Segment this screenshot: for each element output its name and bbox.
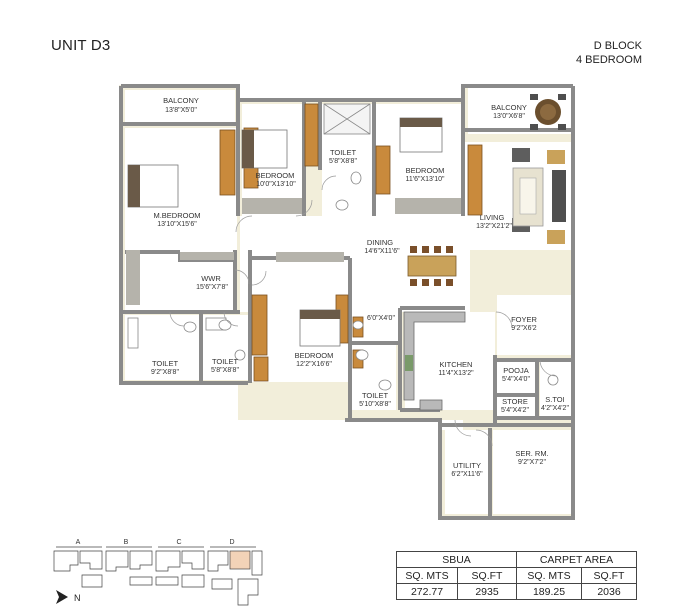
area-table-unit-row: SQ. MTS SQ.FT SQ. MTS SQ.FT [396,567,637,584]
balcony-left-name: BALCONY [163,96,199,105]
walls [119,84,575,520]
utility-name: UTILITY [453,461,481,470]
foyer-dim: 9'2"X6'2 [511,325,537,332]
toilet-mb-dim: 9'2"X8'8" [151,369,179,376]
key-label-a: A [76,539,81,546]
wash-dim: 6'0"X4'0" [367,315,395,322]
key-plan-unit-highlight [229,550,251,570]
block-name: D BLOCK [593,40,642,52]
wwr-name: WWR [201,274,221,283]
kitchen-counter [403,311,466,411]
north-label: N [74,593,81,603]
s-toi-name: S.TOI [545,395,564,404]
dining-table [407,246,457,286]
bedroom-count: 4 BEDROOM [575,54,642,66]
kitchen-stove [405,355,413,371]
living-furniture [512,148,566,244]
north-arrow-icon [56,590,68,604]
key-plan-blocks [53,546,263,606]
kitchen-dim: 11'4"X13'2" [438,370,474,377]
key-label-b: B [124,539,129,546]
key-label-d: D [229,539,234,546]
living-name: LIVING [480,213,505,222]
ser-rm-name: SER. RM. [515,449,548,458]
dining-dim: 14'6"X11'6" [364,248,400,255]
area-value-sbua-sqft: 2935 [457,583,517,600]
beds [127,117,443,347]
ser-rm-dim: 9'2"X7'2" [518,459,546,466]
toilet-bottom-name: TOILET [362,391,389,400]
area-group-sbua: SBUA [396,551,517,568]
master-bedroom-name: M.BEDROOM [153,211,200,220]
kitchen-name: KITCHEN [440,360,473,369]
pooja-dim: 5'4"X4'0" [502,376,530,383]
toilet-small-name: TOILET [212,357,239,366]
toilet-mb-name: TOILET [152,359,179,368]
room-labels: BALCONY 13'8"X5'0" BEDROOM 10'0"X13'10" … [151,96,569,478]
area-unit-carpet-sqm: SQ. MTS [516,567,582,584]
key-label-c: C [176,539,181,546]
block-info: D BLOCK 4 BEDROOM [560,39,642,67]
s-toi-dim: 4'2"X4'2" [541,405,569,412]
side-units [126,198,461,305]
key-plan: A B C D N [53,539,263,606]
store-name: STORE [502,397,528,406]
area-table-value-row: 272.77 2935 189.25 2036 [396,583,637,600]
balcony-right-name: BALCONY [491,103,527,112]
dining-name: DINING [367,238,393,247]
utility-dim: 6'2"X11'6" [451,471,483,478]
area-group-carpet: CARPET AREA [516,551,637,568]
area-unit-sbua-sqm: SQ. MTS [396,567,458,584]
bedroom-3-name: BEDROOM [406,166,445,175]
store-dim: 5'4"X4'2" [501,407,529,414]
balcony-right-dim: 13'0"X6'8" [493,113,525,120]
area-table-group-row: SBUA CARPET AREA [396,551,637,568]
toilet-fixtures [127,103,559,391]
bedroom-2-dim: 10'0"X13'10" [256,181,296,188]
area-value-carpet-sqm: 189.25 [516,583,582,600]
door-swings [169,175,557,447]
wwr-dim: 15'6"X7'8" [196,284,228,291]
bedroom-3-dim: 11'6"X13'10" [405,176,445,183]
area-unit-sbua-sqft: SQ.FT [457,567,517,584]
toilet-small-dim: 5'8"X8'8" [211,367,239,374]
master-bedroom-dim: 13'10"X15'6" [157,221,197,228]
area-value-carpet-sqft: 2036 [581,583,637,600]
toilet-top-dim: 5'8"X8'8" [329,158,357,165]
bedroom-4-name: BEDROOM [295,351,334,360]
toilet-bottom-dim: 5'10"X8'8" [359,401,391,408]
area-value-sbua-sqm: 272.77 [396,583,458,600]
unit-title: UNIT D3 [51,37,111,54]
bedroom-4-dim: 12'2"X16'6" [296,361,332,368]
living-dim: 13'2"X21'2" [476,223,512,230]
bedroom-2-name: BEDROOM [256,171,295,180]
pooja-name: POOJA [503,366,528,375]
foyer-name: FOYER [511,315,537,324]
balcony-left-dim: 13'8"X5'0" [165,107,197,114]
area-table: SBUA CARPET AREA SQ. MTS SQ.FT SQ. MTS S… [396,551,637,600]
area-unit-carpet-sqft: SQ.FT [581,567,637,584]
balcony-table [530,94,566,130]
toilet-top-name: TOILET [330,148,357,157]
